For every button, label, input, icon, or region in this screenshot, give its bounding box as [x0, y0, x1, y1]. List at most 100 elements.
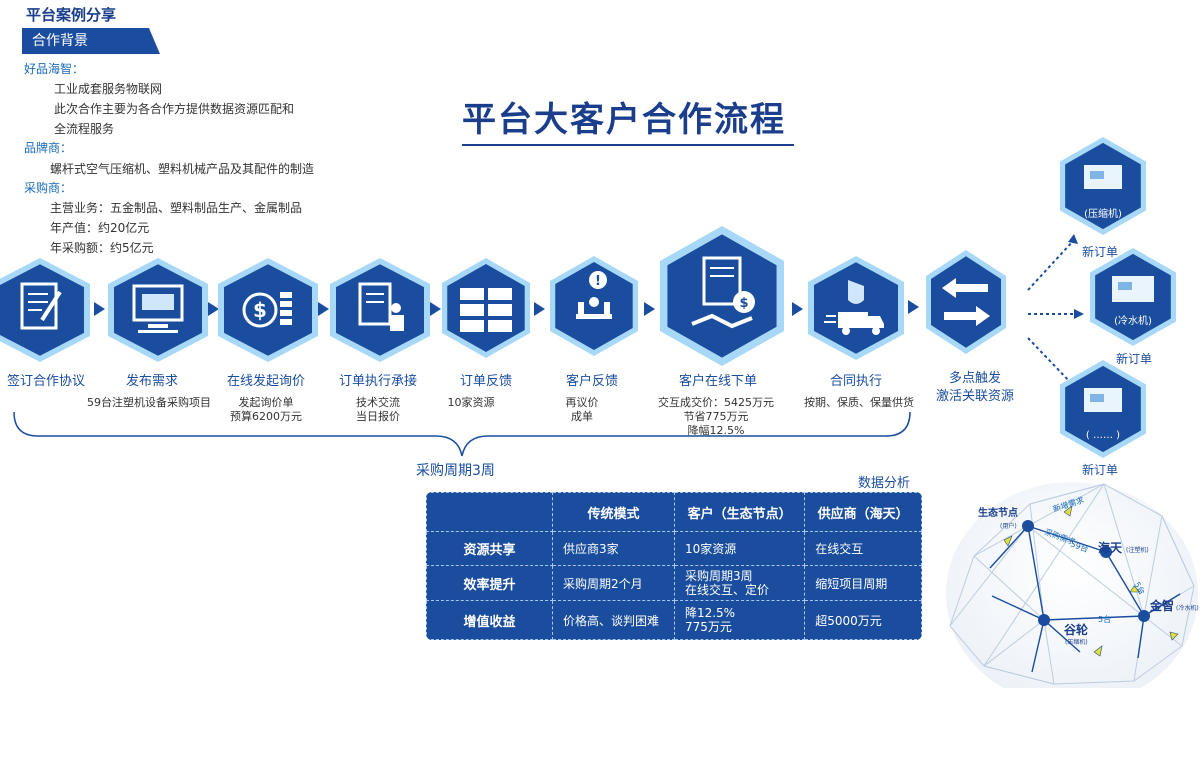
flow-arrow [908, 300, 919, 314]
data-analysis-label: 数据分析 [858, 476, 911, 491]
sec1-line: 此次合作主要为各合作方提供数据资源匹配和 [54, 102, 295, 116]
network-globe: 生态节点 (用户) 海天 (注塑机) 金智 (冷水机) 谷轮 (压缩机) 新增需… [946, 482, 1199, 688]
cabinet-icon [460, 288, 512, 332]
table-header-cell [426, 492, 553, 532]
hex-online-inquiry: $ [218, 258, 318, 362]
row-header: 资源共享 [426, 531, 553, 566]
sec1-line: 工业成套服务物联网 [54, 82, 163, 96]
hex-new-order-compressor: (压缩机) [1060, 137, 1146, 235]
sec3-label: 采购商： [24, 181, 73, 195]
sec1-label: 好品海智： [24, 62, 85, 76]
step-label: 订单执行承接 [338, 374, 417, 389]
row-header: 增值收益 [426, 600, 553, 640]
money-icon: $ [242, 292, 292, 328]
node-haitian-sublabel: (注塑机) [1126, 546, 1149, 554]
flow-arrow [792, 302, 803, 316]
flow-arrow [208, 302, 219, 316]
hex-customer-feedback: ! [550, 256, 638, 356]
cycle-label: 采购周期3周 [416, 463, 495, 479]
step-label: 订单反馈 [459, 374, 512, 389]
new-order-label: 新订单 [1082, 463, 1119, 477]
sec2-label: 品牌商： [24, 141, 73, 155]
svg-text:$: $ [739, 296, 748, 311]
table-row: 增值收益 价格高、谈判困难 降12.5% 775万元 超5000万元 [426, 600, 922, 640]
meeting-icon: ! [576, 271, 612, 319]
flow-arrow [318, 302, 329, 316]
comparison-table: 传统模式 客户（生态节点） 供应商（海天） 资源共享 供应商3家 10家资源 在… [426, 492, 922, 640]
exchange-arrows-icon [942, 278, 990, 326]
flow-arrow [644, 302, 655, 316]
worker-desk-icon [358, 282, 404, 331]
step-sub: 10家资源 [447, 396, 495, 409]
flow-arrow [430, 302, 441, 316]
table-cell: 降12.5% 775万元 [673, 600, 806, 640]
node-eco-label: 生态节点 [978, 506, 1018, 519]
step-sub: 再议价 成单 [565, 396, 599, 423]
hex-customer-order: $ [660, 226, 784, 366]
machine-icon [1112, 276, 1154, 302]
node-jinzhi [1138, 610, 1150, 622]
hex-publish-demand [108, 258, 208, 362]
step-label: 发布需求 [125, 374, 178, 389]
hex-new-order-chiller: (冷水机) [1090, 248, 1176, 346]
cycle-brace [13, 411, 911, 457]
table-header-row: 传统模式 客户（生态节点） 供应商（海天） [426, 492, 922, 532]
step-label: 在线发起询价 [226, 374, 305, 389]
hex-multi-trigger [926, 250, 1006, 354]
hex-order-execution [330, 258, 430, 362]
sec3-line: 主营业务：五金制品、塑料制品生产、金属制品 [50, 201, 303, 215]
step-sub: 技术交流 当日报价 [356, 396, 400, 423]
table-row: 效率提升 采购周期2个月 采购周期3周 在线交互、定价 缩短项目周期 [426, 565, 922, 601]
sec2-line: 螺杆式空气压缩机、塑料机械产品及其配件的制造 [50, 162, 315, 176]
background-tag: 合作背景 [22, 28, 160, 54]
row-header: 效率提升 [426, 565, 553, 601]
hex-order-feedback [442, 258, 530, 358]
contract-icon [20, 282, 62, 330]
node-gulun-label: 谷轮 [1064, 622, 1089, 637]
table-cell: 采购周期2个月 [552, 565, 675, 601]
table-header-cell: 客户（生态节点） [673, 492, 806, 532]
new-order-label: 新订单 [1082, 245, 1119, 259]
node-haitian-label: 海天 [1098, 540, 1123, 555]
step-label: 合同执行 [829, 374, 882, 389]
table-cell: 10家资源 [673, 531, 806, 566]
new-order-item: (冷水机) [1114, 316, 1152, 327]
delivery-truck-icon [824, 280, 884, 335]
sec1-line: 全流程服务 [54, 122, 115, 136]
node-gulun-sublabel: (压缩机) [1065, 638, 1088, 646]
main-title: 平台大客户合作流程 [462, 100, 786, 140]
monitor-icon [132, 284, 184, 333]
node-eco-sublabel: (用户) [1000, 522, 1017, 530]
table-cell: 供应商3家 [552, 531, 675, 566]
new-order-label: 新订单 [1116, 352, 1153, 366]
flow-arrow [534, 302, 545, 316]
new-order-item: (压缩机) [1084, 209, 1122, 220]
handshake-icon: $ [691, 256, 755, 329]
table-row: 资源共享 供应商3家 10家资源 在线交互 [426, 531, 922, 566]
step-sub: 发起询价单 预算6200万元 [230, 396, 302, 423]
step-label: 客户在线下单 [678, 374, 757, 389]
step-sub: 按期、保质、保量供货 [804, 396, 914, 409]
table-cell: 缩短项目周期 [804, 565, 922, 601]
table-cell: 价格高、谈判困难 [552, 600, 675, 640]
table-cell: 超5000万元 [804, 600, 922, 640]
step-sub: 59台注塑机设备采购项目 [87, 396, 211, 409]
table-cell: 在线交互 [804, 531, 922, 566]
svg-text:$: $ [253, 298, 267, 322]
svg-text:!: ! [595, 274, 601, 289]
step-sub: 交互成交价：5425万元 节省775万元 降幅12.5% [658, 396, 774, 437]
flow-arrow [94, 302, 105, 316]
hex-new-order-other: ( …… ) [1060, 360, 1146, 458]
step-label: 多点触发 激活关联资源 [935, 371, 1014, 404]
sec3-line: 年采购额：约5亿元 [50, 241, 154, 255]
node-jinzhi-sublabel: (冷水机) [1176, 604, 1199, 612]
link-label: 5台 [1098, 614, 1111, 624]
sec3-line: 年产值：约20亿元 [50, 221, 150, 235]
table-header-cell: 传统模式 [552, 492, 675, 532]
table-header-cell: 供应商（海天） [804, 492, 922, 532]
step-label: 客户反馈 [565, 374, 618, 389]
hex-sign-agreement [0, 258, 90, 362]
node-jinzhi-label: 金智 [1149, 598, 1174, 613]
hex-contract-execution [808, 256, 904, 360]
new-order-item: ( …… ) [1085, 430, 1121, 441]
